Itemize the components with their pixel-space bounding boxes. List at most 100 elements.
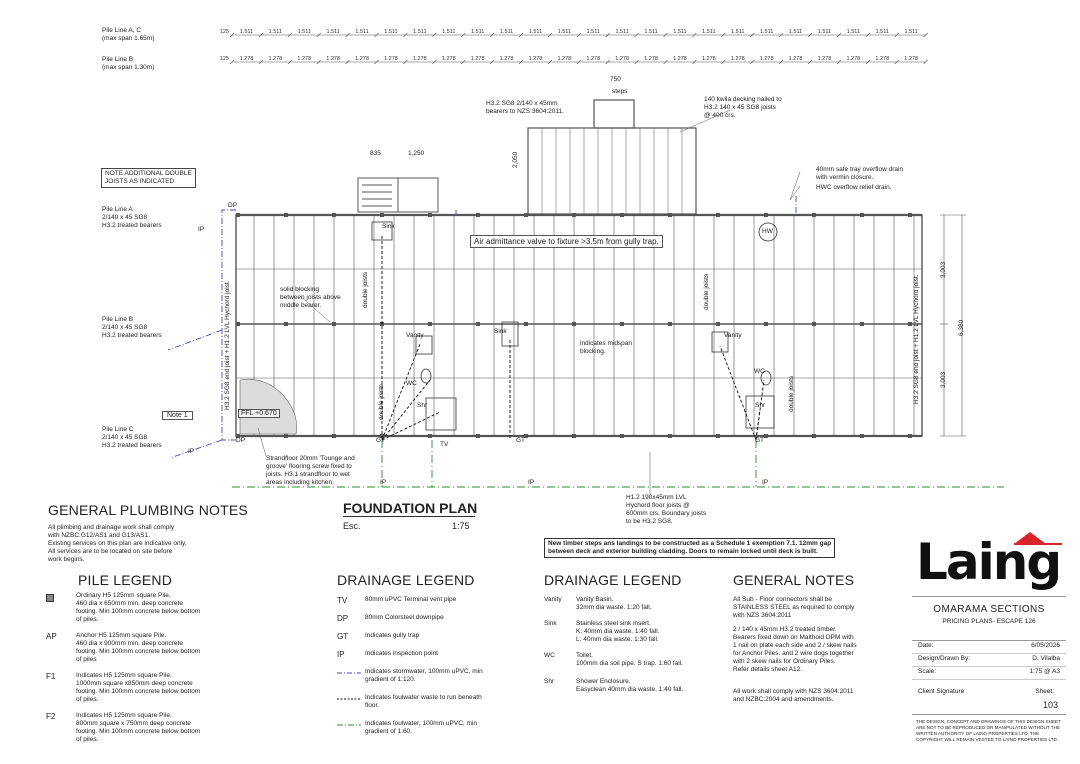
timber-note-l2: between deck and exterior building cladd… <box>548 548 818 555</box>
bearers-note-l1: H3.2 SG8 2/140 x 45mm <box>486 100 558 107</box>
drainage-legend-item: Indicates foulwater, 100mm uPVC, min gra… <box>337 720 507 746</box>
drainage-code-tv: TV <box>337 596 348 605</box>
dim-b-value: 1.278 <box>644 56 658 62</box>
pile-marker <box>764 213 768 217</box>
dim-ac-tick <box>576 32 582 38</box>
dim-ac-tick <box>432 32 437 38</box>
pile-marker <box>332 322 336 326</box>
pile-marker <box>572 434 576 438</box>
pile2-l2: 1000mm square x850mm deep concrete <box>76 680 193 687</box>
drainage-fixtures-list: Vanity Vanity Basin. 32mm dia waste. 1:2… <box>544 596 724 702</box>
pile-line-a-title: Pile Line A <box>102 206 133 213</box>
pile2-l1: Indicates H5 125mm square Pile. <box>76 672 172 679</box>
pile-marker <box>764 322 768 326</box>
foulwater-waste-line-icon <box>337 698 361 700</box>
dim-ac-value: 1.511 <box>818 29 831 35</box>
pile-line-b-title: Pile Line B <box>102 56 134 63</box>
hw-label: HW <box>762 228 773 235</box>
dim-ac-value: 1.511 <box>847 29 860 35</box>
drainage-legend-text: Indicates stormwater, 100mm uPVC, min gr… <box>365 668 483 694</box>
pile-line-b-note-sub1: 2/140 x 45 SG8 <box>102 324 148 331</box>
general-notes-body: All Sub - Floor connectors shall be STAI… <box>733 596 903 704</box>
dim-ac-value: 1.511 <box>876 29 889 35</box>
pile-marker <box>284 213 288 217</box>
fixture-text: Vanity Basin. 32mm dia waste. 1:20 fall. <box>576 596 652 620</box>
pile-marker <box>716 322 720 326</box>
sink-label-1: Sink <box>382 223 395 230</box>
gn-p2f: Refer details sheet A12. <box>733 666 803 673</box>
fixture2-l2: 100mm dia soil pipe. S trap. 1:60 fall. <box>576 660 683 667</box>
fixture-code-sink: Sink <box>544 620 557 627</box>
foundation-title-rule <box>343 516 475 517</box>
disclaimer-l1: THE DESIGN, CONCEPT AND DRAWINGS OF THIS… <box>916 719 1061 724</box>
pile1-l1: Anchor H5 125mm square Pile. <box>76 632 167 639</box>
drainage5-l1: Indicates foulwater waste to run beneath <box>365 694 482 701</box>
pile-line-c-sub1: 2/140 x 45 SG8 <box>102 434 148 441</box>
dim-ac-tick <box>749 32 755 38</box>
dim-b-value: 1.278 <box>760 56 774 62</box>
note1-box: Note 1 <box>162 411 193 420</box>
wc-fixture-1 <box>420 368 432 384</box>
disclaimer-l3: WRITTEN AUTHORITY OF LAING PROPERTIES LT… <box>916 731 1040 736</box>
downpipe-label-1: DP <box>228 202 238 209</box>
drainage-fixture-item: Shr Shower Enclosure. Easyclean 40mm dia… <box>544 678 724 702</box>
dim-6380: 6,380 <box>958 319 965 336</box>
pile-marker <box>620 322 624 326</box>
decking-note-l3: @ 400 crs. <box>704 112 736 119</box>
fixture-text: Stainless steel sink insert. K: 40mm dia… <box>576 620 659 652</box>
pile-legend-list: Ordinary H5 125mm square Pile. 460 dia x… <box>46 592 306 752</box>
dim-835: 835 <box>370 150 381 157</box>
fixture-text: Shower Enclosure. Easyclean 40mm dia was… <box>576 678 683 702</box>
dim-ac-value: 1.511 <box>558 29 571 35</box>
sheet-value: 103 <box>1042 700 1058 710</box>
upper-steps-outline <box>593 99 635 129</box>
pile-marker <box>860 434 864 438</box>
dim-ac-value: 1.511 <box>760 29 773 35</box>
drainage-legend-item: GT Indicates gully trap <box>337 632 507 650</box>
dim-ac-value: 1.511 <box>269 29 282 35</box>
pile-legend-item: AP Anchor H5 125mm square Pile. 460 dia … <box>46 632 306 672</box>
drainage6-l2: gradient of 1:60. <box>365 728 412 735</box>
dim-ac-tick <box>258 32 264 38</box>
strandfloor-note: Strandfloor 20mm 'Tounge and groove' flo… <box>266 455 355 487</box>
dim-b-value: 1.278 <box>355 56 369 62</box>
vanity-label-1: Vanity <box>406 332 424 339</box>
pile1-l4: of piles <box>76 656 97 663</box>
disclaimer-l2: ARE NOT TO BE REPRODUCED OR MANIPULATED … <box>916 725 1060 730</box>
decking-note-l2: H3.2 140 x 45 SG8 joists <box>704 104 776 111</box>
scale-label: Scale: <box>918 668 937 675</box>
timber-steps-note: New timber steps ans landings to be cons… <box>544 538 836 558</box>
drainage0-l1: 80mm uPVC Terminal vent pipe <box>365 596 457 603</box>
dim-b-tick <box>547 59 553 65</box>
drainage-fixture-item: Vanity Vanity Basin. 32mm dia waste. 1:2… <box>544 596 724 620</box>
pile-marker <box>908 322 912 326</box>
upper-deck <box>527 99 697 215</box>
dim-b-value: 1.278 <box>557 56 571 62</box>
double-joists-label-1: double joists <box>362 271 369 308</box>
foulwater-lines <box>381 236 765 441</box>
general-plumbing-title: GENERAL PLUMBING NOTES <box>48 502 248 518</box>
client-signature-label: Client Signature <box>918 688 965 695</box>
pile-legend-item: F2 Indicates H5 125mm square Pile. 800mm… <box>46 712 306 752</box>
pile-legend-text: Indicates H5 125mm square Pile. 800mm sq… <box>76 712 200 752</box>
dim-b-tick <box>432 59 437 65</box>
dim-ac-value: 1.511 <box>673 29 686 35</box>
dim-b-value: 1.278 <box>442 56 456 62</box>
fixture2-l1: Toilet. <box>576 652 593 659</box>
fixture3-l2: Easyclean 40mm dia waste. 1:40 fall. <box>576 686 684 693</box>
pile-line-c-note: Pile Line C 2/140 x 45 SG8 H3.2 treated … <box>102 426 162 450</box>
foundation-scale: 1:75 <box>452 521 470 531</box>
dim-ac-value: 1.511 <box>442 29 455 35</box>
project-title: OMARAMA SECTIONS <box>933 604 1045 615</box>
title-block: Laing OMARAMA SECTIONS PRICING PLANS- ES… <box>912 528 1066 756</box>
drainage-legend-text: Indicates foulwater waste to run beneath… <box>365 694 482 720</box>
pile-line-c-sub2: H3.2 treated bearers <box>102 442 162 449</box>
drainage-legend-item: IP Indicates inspection point <box>337 650 507 668</box>
timber-note-l1: New timber steps ans landings to be cons… <box>548 540 832 547</box>
dim-1250: 1,250 <box>408 150 425 157</box>
left-steps <box>357 177 439 213</box>
dim-b-tick <box>692 59 697 65</box>
gp-l3: Existing services on this plan are indic… <box>48 540 187 547</box>
scale-value: 1:75 @ A3 <box>1029 668 1060 675</box>
ip-label-2: IP <box>188 448 195 455</box>
